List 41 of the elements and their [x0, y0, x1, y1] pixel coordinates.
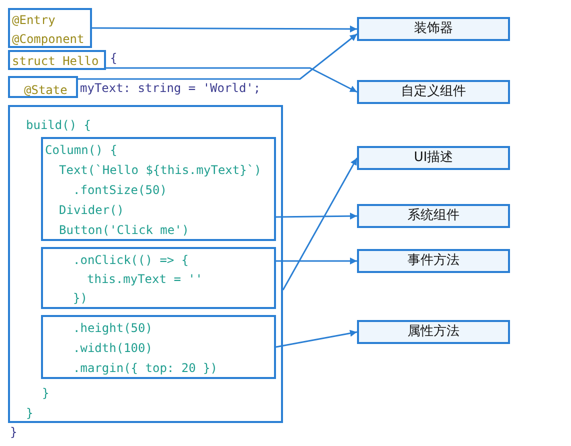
code-line: .margin({ top: 20 })	[73, 360, 218, 376]
code-line: @State	[24, 82, 68, 98]
code-line: Column() {	[45, 142, 118, 158]
code-line: build() {	[26, 117, 92, 133]
code-line: Divider()	[59, 202, 124, 218]
code-line: @Entry	[12, 12, 56, 28]
label-box: UI描述	[357, 146, 510, 170]
code-highlight-box	[8, 76, 78, 98]
code-line: @Component	[12, 31, 84, 47]
label-box: 自定义组件	[357, 80, 510, 104]
code-line: this.myText = ''	[87, 271, 203, 287]
code-text: {	[110, 50, 118, 66]
code-highlight-box	[8, 50, 106, 70]
arrow	[276, 258, 357, 264]
code-text: }	[10, 424, 18, 440]
arrow	[106, 67, 358, 93]
arrow	[92, 25, 357, 32]
arrow	[276, 330, 358, 348]
code-highlight-box	[41, 137, 276, 241]
code-line: })	[73, 290, 88, 306]
code-line: .height(50)	[73, 320, 152, 336]
label-box: 属性方法	[357, 320, 510, 344]
label-box: 系统组件	[357, 204, 510, 228]
code-highlight-box	[8, 105, 283, 423]
code-line: .width(100)	[73, 340, 152, 356]
code-line: }	[26, 405, 34, 421]
code-line: .fontSize(50)	[73, 182, 167, 198]
arrow	[78, 33, 358, 80]
code-line: Text(`Hello ${this.myText}`)	[59, 162, 262, 178]
label-box: 事件方法	[357, 249, 510, 273]
code-line: struct Hello	[12, 53, 99, 69]
code-text: myText: string = 'World';	[80, 80, 261, 96]
code-highlight-box	[41, 315, 276, 379]
arrow	[282, 158, 358, 290]
label-box: 装饰器	[357, 17, 510, 41]
code-highlight-box	[41, 247, 276, 309]
code-line: Button('Click me')	[59, 222, 190, 238]
code-line: .onClick(() => {	[73, 252, 189, 268]
code-line: }	[42, 385, 50, 401]
code-highlight-box	[8, 8, 92, 48]
arrow	[276, 212, 358, 220]
